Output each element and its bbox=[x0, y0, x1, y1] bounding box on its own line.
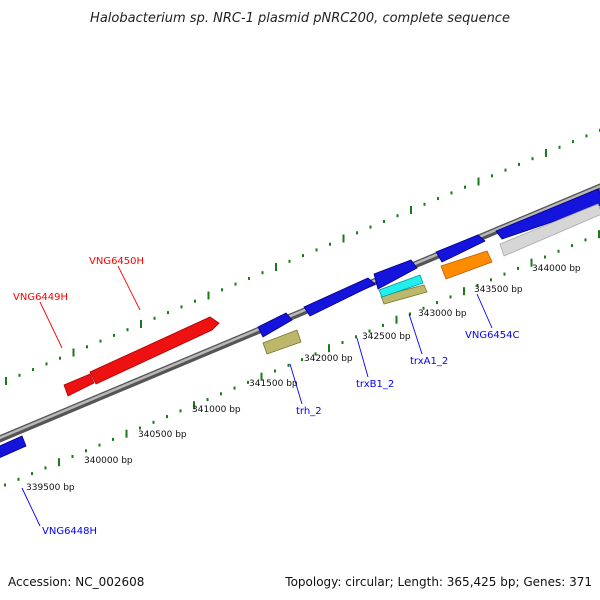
accession-text: Accession: NC_002608 bbox=[8, 575, 144, 589]
gene-trh-2[interactable] bbox=[262, 329, 302, 355]
gene-vng6448h[interactable] bbox=[0, 435, 27, 458]
bp-label: 342000 bp bbox=[304, 354, 353, 364]
gene-vng6449h[interactable] bbox=[63, 373, 95, 397]
label-trxb1-2[interactable]: trxB1_2 bbox=[356, 379, 394, 390]
gene-features bbox=[0, 188, 600, 458]
gene-labels: VNG6449H VNG6450H trh_2 trxB1_2 trxA1_2 … bbox=[13, 256, 520, 537]
bp-label: 341500 bp bbox=[249, 379, 298, 389]
label-vng6454c[interactable]: VNG6454C bbox=[465, 330, 520, 341]
bp-label: 339500 bp bbox=[26, 483, 75, 493]
bp-label: 340500 bp bbox=[138, 430, 187, 440]
gene-vng6454c[interactable] bbox=[440, 250, 493, 280]
label-vng6449h[interactable]: VNG6449H bbox=[13, 292, 68, 303]
label-vng6450h[interactable]: VNG6450H bbox=[89, 256, 144, 267]
bp-labels: 339500 bp 340000 bp 340500 bp 341000 bp 3415… bbox=[26, 264, 581, 493]
bp-label: 341000 bp bbox=[192, 405, 241, 415]
bp-label: 343000 bp bbox=[418, 309, 467, 319]
gene-grey[interactable] bbox=[499, 203, 600, 257]
sequence-backbone bbox=[0, 183, 600, 443]
gene-blue-4[interactable] bbox=[435, 234, 486, 263]
bp-label: 343500 bp bbox=[474, 285, 523, 295]
bp-label: 342500 bp bbox=[362, 332, 411, 342]
label-trxa1-2[interactable]: trxA1_2 bbox=[410, 356, 448, 367]
bp-label: 344000 bp bbox=[532, 264, 581, 274]
bp-label: 340000 bp bbox=[84, 456, 133, 466]
gene-blue-3[interactable] bbox=[373, 259, 418, 290]
gene-trxa1-2[interactable] bbox=[380, 284, 428, 305]
gene-vng6450h[interactable] bbox=[89, 316, 220, 385]
gene-trxb1-2[interactable] bbox=[378, 274, 424, 298]
label-trh-2[interactable]: trh_2 bbox=[296, 406, 322, 417]
scale-ticks bbox=[4, 128, 600, 487]
topology-text: Topology: circular; Length: 365,425 bp; … bbox=[284, 575, 592, 589]
gene-leaders bbox=[21, 265, 493, 527]
label-vng6448h[interactable]: VNG6448H bbox=[42, 526, 97, 537]
gene-blue-2[interactable] bbox=[303, 277, 376, 317]
gene-blue-1[interactable] bbox=[257, 312, 293, 338]
gene-blue-5[interactable] bbox=[495, 188, 600, 240]
map-title: Halobacterium sp. NRC-1 plasmid pNRC200,… bbox=[90, 11, 510, 26]
